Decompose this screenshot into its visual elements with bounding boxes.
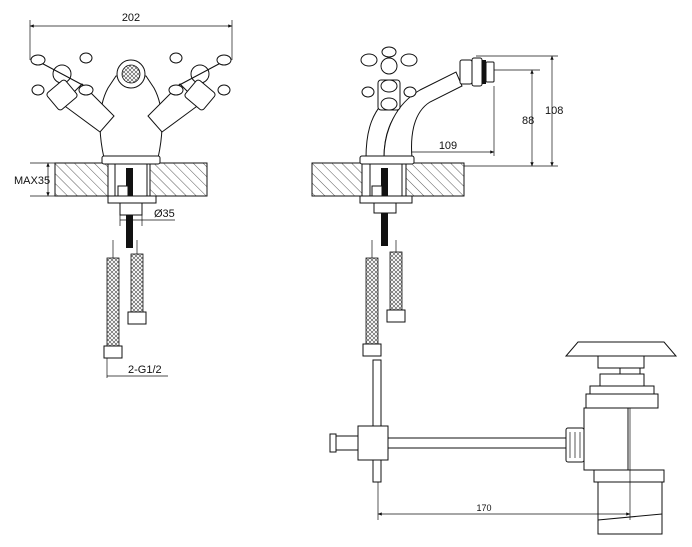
spout-height-label: 88	[522, 115, 534, 127]
dimension-total-height: 108	[476, 55, 563, 167]
front-width-label: 202	[122, 12, 140, 24]
spout-reach-label: 109	[439, 140, 457, 152]
pop-up-rod	[329, 359, 567, 483]
dimension-inlet-thread: 2-G1/2	[106, 358, 168, 378]
dimension-front-width: 202	[29, 12, 233, 60]
waste-assembly	[564, 341, 678, 535]
side-faucet-body	[359, 46, 495, 165]
front-faucet-body	[30, 52, 232, 165]
tail-diameter-label: Ø35	[154, 208, 175, 220]
dimension-spout-height: 88	[464, 69, 540, 167]
waste-offset-label: 170	[476, 503, 491, 513]
inlet-thread-label: 2-G1/2	[128, 364, 162, 376]
dimension-tail-diameter: Ø35	[119, 208, 175, 226]
side-view: 109 88 108	[311, 46, 678, 535]
front-view: 202 MAX35	[14, 12, 233, 378]
front-flex-hoses	[103, 240, 147, 359]
dimension-waste-offset: 170	[377, 408, 631, 520]
side-flex-hoses	[362, 240, 406, 357]
dimension-deck-thickness: MAX35	[14, 162, 55, 197]
dimension-spout-reach: 109	[412, 86, 495, 156]
total-height-label: 108	[545, 105, 563, 117]
front-mounting	[107, 163, 157, 248]
deck-thickness-label: MAX35	[14, 175, 50, 187]
side-mounting	[359, 163, 413, 246]
